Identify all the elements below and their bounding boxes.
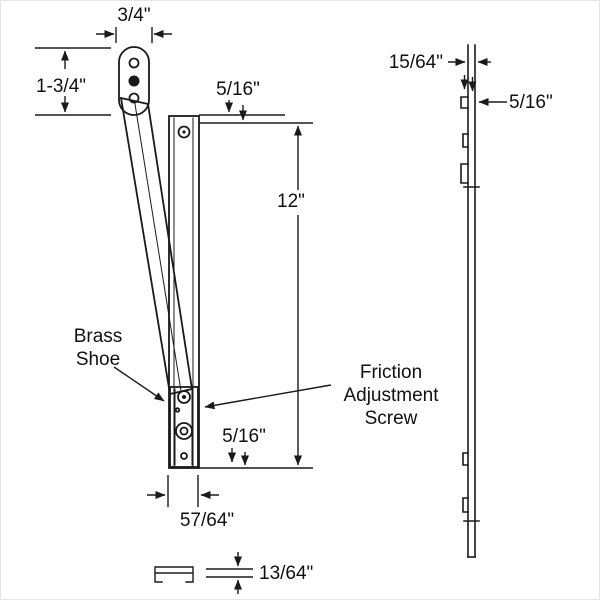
shoe-pivot <box>177 390 191 404</box>
dim-strip-thickness-label: 13/64" <box>259 563 314 584</box>
friction-screw-leader <box>204 384 332 410</box>
side-notch-3 <box>460 163 469 184</box>
oval-hole-bottom <box>128 92 140 104</box>
friction-screw-hole-inner <box>179 426 189 436</box>
dim-side-depth-label: 5/16" <box>509 92 553 113</box>
track-top-screw-center <box>182 130 186 134</box>
brass-shoe-outline <box>169 386 199 468</box>
friction-screw-hole <box>175 422 193 440</box>
dimension-lines <box>35 27 507 594</box>
brass-shoe-leader <box>113 366 165 402</box>
brass-shoe-label: Brass Shoe <box>73 326 123 371</box>
friction-adjustment-screw-label: Friction Adjustment Screw <box>343 362 439 430</box>
side-notch-1 <box>460 96 469 109</box>
dim-track-length-label: 12" <box>269 190 313 214</box>
oval-mounting-plate <box>118 46 150 116</box>
channel-cross-section <box>154 566 194 583</box>
shoe-pivot-center <box>182 395 186 399</box>
track-top-screw <box>177 125 191 139</box>
side-notch-5 <box>462 497 469 513</box>
track-outline <box>168 115 200 469</box>
dim-track-width-label: 57/64" <box>179 510 235 531</box>
side-view <box>460 44 480 558</box>
dim-side-thickness-label: 15/64" <box>388 52 443 73</box>
dim-oval-width-label: 3/4" <box>117 5 151 26</box>
dim-oval-height-label: 1-3/4" <box>35 76 87 97</box>
side-notch-2 <box>462 133 469 148</box>
oval-hole-top <box>128 57 140 69</box>
bottom-profile-section <box>154 566 194 583</box>
front-view <box>118 46 200 469</box>
hinge-arm-inner <box>133 100 182 392</box>
dim-bottom-gap-label: 5/16" <box>222 426 266 447</box>
shoe-bottom-hole <box>180 452 188 460</box>
dim-top-gap-label: 5/16" <box>216 79 260 100</box>
oval-hole-middle <box>128 75 140 87</box>
shoe-side-hole <box>174 407 181 413</box>
side-notch-4 <box>462 452 469 466</box>
